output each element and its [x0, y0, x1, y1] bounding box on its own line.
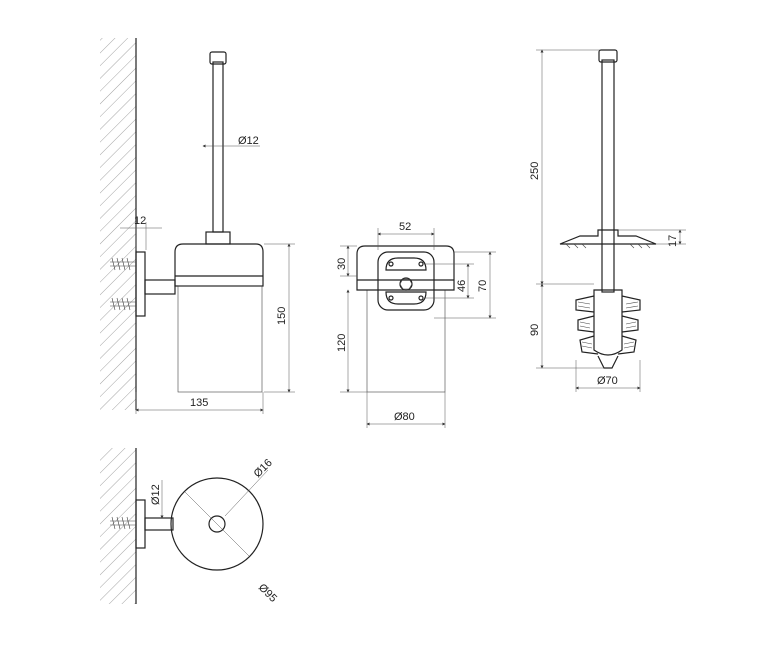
holder-ring-front	[356, 245, 455, 291]
rosette-stem	[144, 517, 174, 531]
bracket-slot-top	[385, 257, 427, 271]
screw-icon	[110, 257, 136, 271]
wall-hatch-bottom	[100, 448, 136, 604]
brush-view: 250 17 90 Ø70	[529, 49, 686, 392]
bracket-height-label: 30	[336, 258, 348, 270]
wall-plate	[135, 251, 146, 317]
rosette-hole-diameter-label: Ø16	[252, 457, 275, 480]
holder-ring	[174, 243, 264, 287]
arm	[144, 279, 176, 295]
bracket-outer-label: 70	[477, 280, 489, 292]
brush-lid	[559, 229, 657, 245]
rosette-rod-diameter-label: Ø12	[150, 484, 162, 505]
rosette-diameter-label: Ø95	[256, 582, 279, 605]
bristles	[575, 295, 641, 369]
bracket-width-label: 52	[399, 221, 411, 233]
wall-offset-label: 12	[134, 215, 146, 227]
screw-hole-icon	[388, 261, 394, 267]
lid-height-label: 17	[667, 235, 679, 247]
screw-icon	[110, 297, 136, 311]
rosette-hole-icon	[208, 515, 226, 533]
glass-front	[366, 289, 446, 393]
rosette-plate	[135, 499, 146, 549]
handle-rod	[212, 61, 224, 233]
screw-hole-icon	[418, 261, 424, 267]
rosette-disc	[170, 477, 264, 571]
handle-cap	[205, 231, 231, 245]
brush-handle-rod	[601, 59, 615, 293]
front-view: 52 30 120 46 70 Ø80	[336, 221, 496, 428]
total-depth-label: 135	[190, 397, 208, 409]
brush-length-label: 250	[529, 162, 541, 180]
wall-hatch	[100, 38, 136, 410]
brush-handle-knob	[598, 49, 618, 63]
brush-head-height-label: 90	[529, 324, 541, 336]
side-view: Ø12 12 150 135	[100, 38, 295, 414]
brush-head-diameter-label: Ø70	[597, 375, 618, 387]
screw-hole-icon	[418, 295, 424, 301]
bracket-hole-spacing-label: 46	[456, 280, 468, 292]
brush-head-core	[593, 289, 623, 356]
screw-icon	[110, 516, 136, 530]
handle-knob	[209, 51, 227, 65]
holder-height-label: 150	[276, 307, 288, 325]
glass-diameter-label: Ø80	[394, 411, 415, 423]
bracket-slot-bottom	[385, 291, 427, 305]
screw-hole-icon	[388, 295, 394, 301]
glass	[177, 285, 263, 393]
bracket-plate	[377, 251, 435, 311]
glass-height-label: 120	[336, 334, 348, 352]
rosette-view: Ø12 Ø16 Ø95	[100, 448, 279, 605]
rod-diameter-label: Ø12	[238, 135, 259, 147]
